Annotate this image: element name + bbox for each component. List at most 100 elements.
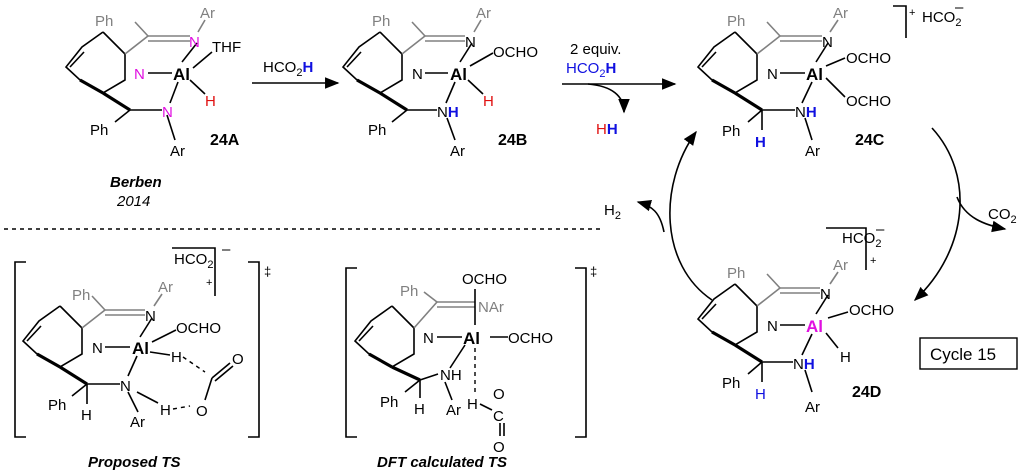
atom-n-pyridine: N <box>134 66 145 83</box>
atom-n-imine: N <box>465 34 476 51</box>
label-dft-ts: DFT calculated TS <box>377 454 507 471</box>
atom-ar: Ar <box>450 143 465 160</box>
atom-n-imine: N <box>189 34 200 51</box>
atom-ocho: OCHO <box>176 320 221 337</box>
atom-n-pyridine: N <box>423 330 434 347</box>
atom-ph: Ph <box>722 123 740 140</box>
atom-h-hydride: H <box>840 349 851 366</box>
label-24b: 24B <box>498 132 527 149</box>
atom-n-amide: N <box>162 104 173 121</box>
atom-h-transferred: H <box>755 386 766 403</box>
atom-n-amide: N <box>120 378 131 395</box>
atom-ph: Ph <box>380 394 398 411</box>
atom-ar: Ar <box>158 279 173 296</box>
atom-n-pyridine: N <box>412 66 423 83</box>
label-24d: 24D <box>852 384 881 401</box>
atom-h: H <box>414 401 425 418</box>
reagent-equiv: 2 equiv. <box>570 41 621 58</box>
atom-nh: NH <box>440 367 462 384</box>
atom-ph: Ph <box>95 13 113 30</box>
label-berben: Berben <box>110 174 162 191</box>
cycle-label: Cycle 15 <box>930 345 996 364</box>
atom-ph: Ph <box>72 287 90 304</box>
atom-ph: Ph <box>722 375 740 392</box>
atom-o: O <box>493 386 505 403</box>
atom-ph: Ph <box>400 283 418 300</box>
label-year: 2014 <box>116 193 150 210</box>
atom-thf: THF <box>212 39 241 56</box>
charge-plus: + <box>870 255 876 267</box>
atom-ocho: OCHO <box>846 93 891 110</box>
proposed-ts: ‡ + HCO2 – Ph Ar N OCHO <box>14 241 271 471</box>
ts-dagger: ‡ <box>264 264 271 279</box>
formate-counterion: HCO2 <box>174 251 213 271</box>
ts-dagger: ‡ <box>590 264 597 279</box>
atom-al: Al <box>450 65 467 84</box>
atom-al: Al <box>132 339 149 358</box>
formate-counterion: HCO2 <box>842 230 881 250</box>
atom-ar: Ar <box>833 257 848 274</box>
atom-nar: NAr <box>478 299 504 316</box>
atom-ph: Ph <box>90 122 108 139</box>
label-proposed-ts: Proposed TS <box>88 454 181 471</box>
atom-h-hydride: H <box>483 93 494 110</box>
dft-ts: ‡ OCHO Ph NAr N Al OCHO NH Ph H Ar H <box>345 264 597 471</box>
compound-24d: Ph Ar N OCHO N Al H NH Ph H Ar 24D + HCO… <box>696 221 894 416</box>
atom-al: Al <box>806 317 823 336</box>
label-24c: 24C <box>855 132 885 149</box>
atom-ph: Ph <box>48 397 66 414</box>
atom-n-pyridine: N <box>92 340 103 357</box>
atom-o: O <box>493 439 505 456</box>
atom-n-pyridine: N <box>767 66 778 83</box>
atom-ar: Ar <box>200 5 215 22</box>
atom-o: O <box>232 351 244 368</box>
charge-minus: – <box>876 221 885 238</box>
atom-nh: NH <box>793 356 815 373</box>
catalytic-cycle: CO2 H2 <box>604 127 1017 301</box>
atom-n-pyridine: N <box>767 318 778 335</box>
atom-ocho: OCHO <box>849 302 894 319</box>
atom-n-imine: N <box>145 308 156 325</box>
arrow-step1: HCO2H <box>252 59 340 89</box>
atom-ph: Ph <box>727 265 745 282</box>
charge-minus: – <box>955 0 964 16</box>
atom-ocho: OCHO <box>462 271 507 288</box>
atom-al: Al <box>173 65 190 84</box>
charge-minus: – <box>222 241 231 258</box>
atom-ar: Ar <box>476 5 491 22</box>
atom-ar: Ar <box>833 5 848 22</box>
atom-ocho: OCHO <box>508 330 553 347</box>
atom-al: Al <box>463 329 480 348</box>
formate-counterion: HCO2 <box>922 9 961 29</box>
atom-ph: Ph <box>727 13 745 30</box>
arrow-step2: 2 equiv. HCO2H HH <box>562 41 677 138</box>
atom-ar: Ar <box>446 402 461 419</box>
atom-h: H <box>467 396 478 413</box>
byproduct-h2: HH <box>596 121 618 138</box>
reagent-formic-acid: HCO2H <box>263 59 313 79</box>
atom-ocho: OCHO <box>493 44 538 61</box>
charge-plus: + <box>909 7 915 19</box>
atom-ar: Ar <box>170 143 185 160</box>
atom-ar: Ar <box>805 143 820 160</box>
atom-n-imine: N <box>820 286 831 303</box>
charge-plus: + <box>206 277 212 289</box>
atom-ocho: OCHO <box>846 50 891 67</box>
atom-ar: Ar <box>130 414 145 431</box>
atom-ph: Ph <box>368 122 386 139</box>
atom-nh: NH <box>795 104 817 121</box>
atom-o: O <box>196 403 208 420</box>
atom-c: C <box>493 408 504 425</box>
label-24a: 24A <box>210 132 240 149</box>
atom-ar: Ar <box>805 399 820 416</box>
atom-h: H <box>160 402 171 419</box>
reagent-formic-acid-2: HCO2H <box>566 60 616 80</box>
atom-h: H <box>171 349 182 366</box>
atom-h: H <box>81 407 92 424</box>
compound-24a: Ph Ar N THF N Al H N Ph Ar 24A Berben 20… <box>64 5 241 210</box>
atom-ph: Ph <box>372 13 390 30</box>
atom-n-imine: N <box>822 34 833 51</box>
compound-24c: Ph Ar N OCHO N Al OCHO NH Ph H Ar 24C + … <box>696 0 964 160</box>
cycle-label-box: Cycle 15 <box>919 337 1018 370</box>
